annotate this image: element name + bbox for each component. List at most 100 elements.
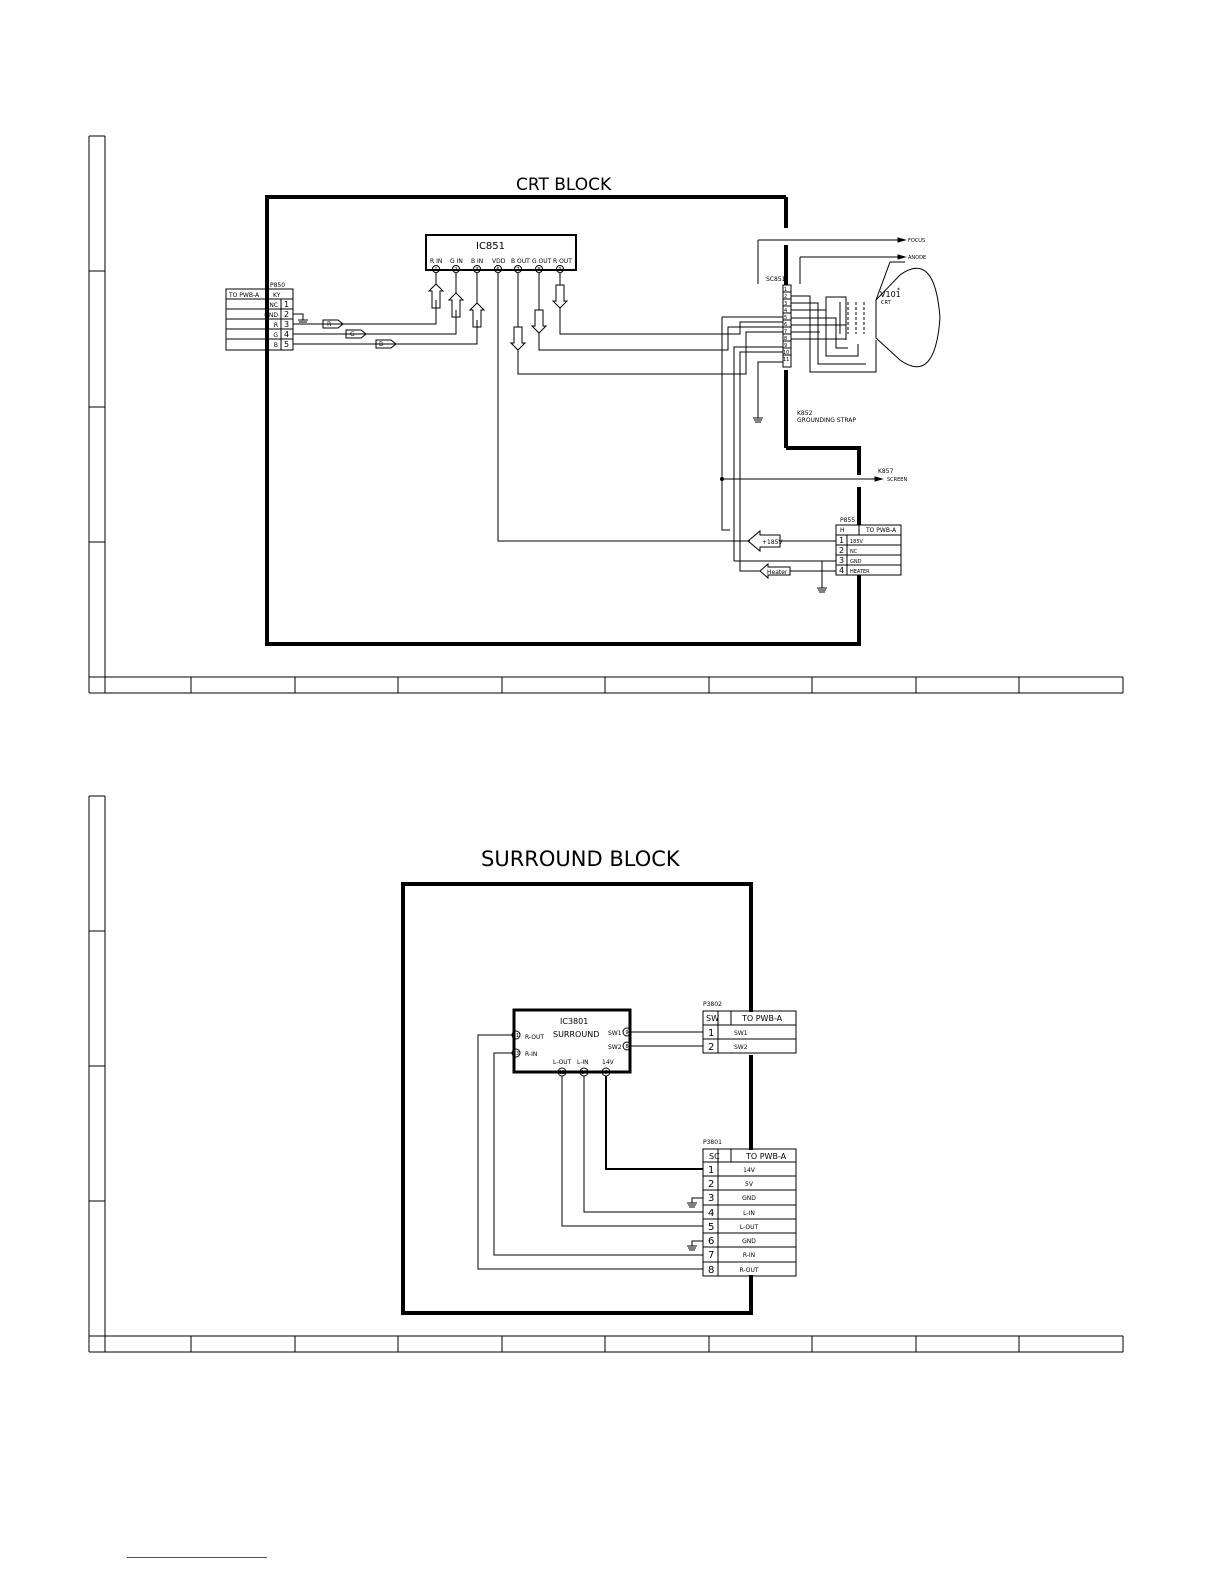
p3802-ref: P3802	[703, 1001, 722, 1008]
focus-label: FOCUS	[908, 238, 925, 244]
svg-text:R-OUT: R-OUT	[525, 1034, 544, 1041]
crt-ref-mark: *	[897, 287, 900, 294]
p3801-pins: 1 2 3 4 5 6 7 8	[708, 1165, 714, 1276]
svg-text:NC: NC	[850, 549, 858, 555]
svg-text:1: 1	[708, 1165, 714, 1176]
svg-text:2: 2	[839, 546, 844, 555]
svg-text:3: 3	[475, 267, 478, 273]
svg-text:14V: 14V	[602, 1059, 615, 1066]
svg-text:8: 8	[708, 1265, 714, 1276]
svg-text:3: 3	[784, 301, 787, 307]
frame-bottom	[88, 795, 1124, 1353]
ic3801-pin-numbers: 11 13 9 8 12 14 6	[513, 1030, 629, 1076]
surround-block-title: SURROUND BLOCK	[481, 847, 681, 871]
svg-text:12: 12	[559, 1070, 565, 1076]
p850-head-right: KY	[273, 292, 281, 299]
p3801-head-left: SC	[709, 1152, 720, 1161]
svg-text:6: 6	[784, 322, 787, 328]
svg-text:GND: GND	[264, 312, 278, 319]
svg-text:1: 1	[434, 267, 437, 273]
svg-text:L-OUT: L-OUT	[740, 1224, 759, 1231]
p850-ref: P850	[270, 282, 285, 289]
p855-table	[835, 524, 902, 576]
svg-text:R: R	[274, 322, 278, 329]
footer-link-line[interactable]	[127, 1557, 267, 1558]
svg-text:8: 8	[537, 267, 540, 273]
svg-text:B OUT: B OUT	[511, 258, 530, 265]
svg-text:13: 13	[513, 1051, 519, 1057]
v185-tag: +185V	[762, 539, 783, 546]
svg-text:2: 2	[454, 267, 457, 273]
svg-text:4: 4	[284, 330, 289, 339]
svg-text:L-IN: L-IN	[577, 1059, 589, 1066]
svg-text:4: 4	[708, 1208, 714, 1219]
frame-top	[88, 135, 1124, 694]
svg-text:6: 6	[604, 1070, 607, 1076]
ic3801-pin-labels: R-OUT R-IN SW1 SW2 L-OUT L-IN 14V	[525, 1030, 622, 1066]
svg-text:R-IN: R-IN	[743, 1252, 755, 1259]
svg-text:14: 14	[581, 1070, 587, 1076]
svg-text:SW1: SW1	[734, 1030, 748, 1037]
svg-text:14V: 14V	[743, 1167, 756, 1174]
svg-text:1: 1	[284, 300, 289, 309]
ic851-pins	[432, 265, 564, 273]
svg-text:1: 1	[839, 536, 844, 545]
ic3801-box	[512, 1008, 632, 1074]
p3802-head-left: SW	[706, 1014, 719, 1023]
svg-text:2: 2	[284, 310, 289, 319]
k857-ref: K857	[878, 468, 894, 475]
svg-text:VDD: VDD	[492, 258, 506, 265]
svg-text:G: G	[273, 332, 278, 339]
p850-head-left: TO PWB-A	[228, 292, 260, 299]
svg-text:B: B	[274, 342, 278, 349]
p850-signals: NC GND R G B	[264, 302, 278, 349]
p850-table	[225, 288, 294, 351]
p855-ref: P855	[840, 517, 855, 524]
k857-label: SCREEN	[887, 477, 907, 483]
svg-text:5V: 5V	[745, 1181, 754, 1188]
p3801-ref: P3801	[703, 1139, 722, 1146]
svg-text:6: 6	[496, 267, 499, 273]
crt-block-border	[265, 195, 861, 646]
svg-text:SW1: SW1	[608, 1030, 622, 1037]
svg-text:R OUT: R OUT	[553, 258, 572, 265]
svg-text:11: 11	[783, 357, 789, 363]
p850-pins: 1 2 3 4 5	[284, 300, 289, 349]
svg-text:4: 4	[839, 566, 844, 575]
p3802-head-right: TO PWB-A	[741, 1014, 783, 1023]
svg-text:R: R	[327, 321, 331, 328]
svg-text:7: 7	[516, 267, 519, 273]
svg-text:5: 5	[784, 315, 787, 321]
p3802-signals: SW1 SW2	[734, 1030, 748, 1051]
heater-tag: Heater	[767, 569, 788, 576]
svg-text:R IN: R IN	[430, 258, 442, 265]
svg-text:7: 7	[708, 1250, 714, 1261]
crt-label: CRT	[881, 300, 892, 306]
ic3801-label: IC3801	[560, 1017, 588, 1026]
svg-text:G OUT: G OUT	[532, 258, 552, 265]
crt-wiring	[293, 237, 941, 593]
p855-head-left: H	[840, 527, 845, 534]
svg-text:9: 9	[784, 343, 787, 349]
svg-text:3: 3	[708, 1193, 714, 1204]
crt-ref: V101	[880, 290, 901, 299]
crt-block-title: CRT BLOCK	[516, 175, 612, 195]
svg-text:GND: GND	[742, 1195, 756, 1202]
sc851-ref: SC851	[766, 276, 786, 283]
svg-text:SW2: SW2	[734, 1044, 748, 1051]
svg-text:7: 7	[784, 329, 787, 335]
svg-text:3: 3	[839, 556, 844, 565]
svg-text:2: 2	[708, 1179, 714, 1190]
svg-text:G: G	[350, 331, 355, 338]
p3801-head-right: TO PWB-A	[745, 1152, 787, 1161]
svg-text:G IN: G IN	[450, 258, 463, 265]
svg-text:2: 2	[784, 294, 787, 300]
surround-block-border	[401, 882, 753, 1315]
ic851-label: IC851	[476, 241, 505, 252]
svg-text:4: 4	[784, 308, 787, 314]
svg-text:GND: GND	[742, 1238, 756, 1245]
svg-text:8: 8	[784, 336, 787, 342]
svg-text:R-OUT: R-OUT	[739, 1267, 758, 1274]
signal-arrow-labels: R G B	[327, 321, 383, 348]
